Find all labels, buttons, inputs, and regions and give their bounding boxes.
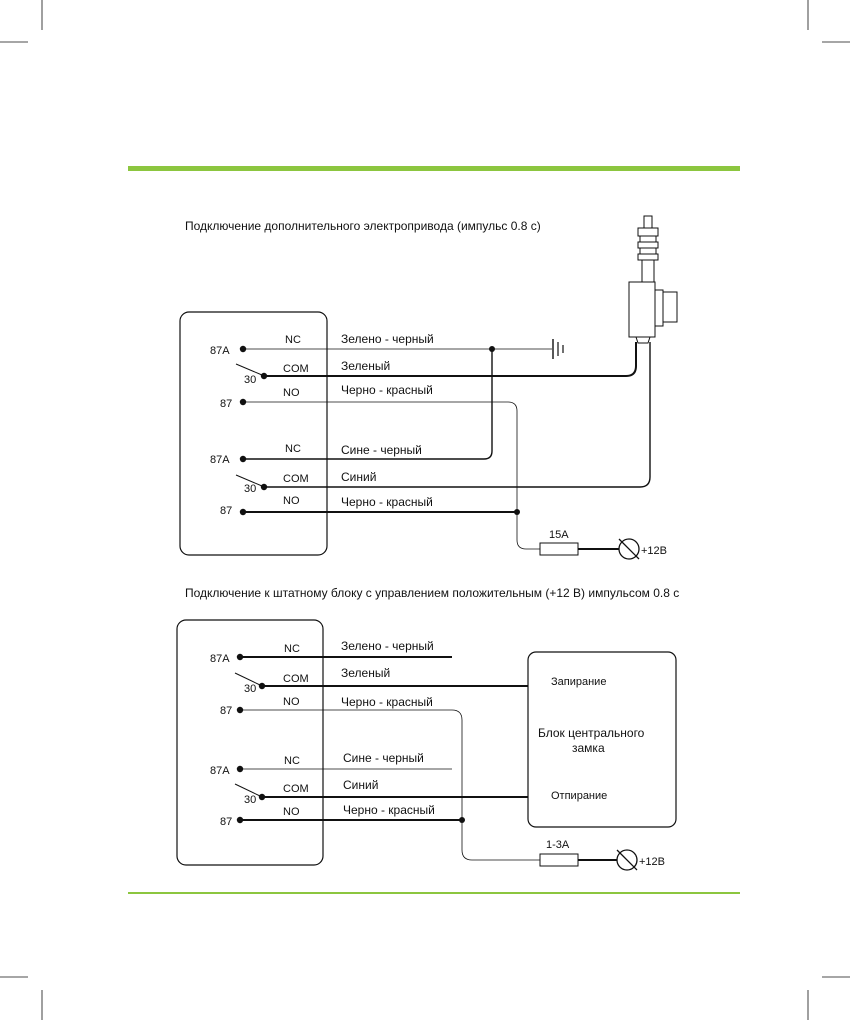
ground-icon — [552, 339, 564, 359]
fuse-1-3a: 1-3A — [539, 839, 617, 867]
unlock-label: Отпирание — [551, 790, 607, 802]
bottom-rule — [128, 892, 740, 894]
nc-label: NC — [285, 334, 301, 346]
block-name-1: Блок центрального — [538, 726, 645, 740]
com-label: COM — [283, 673, 309, 685]
wire-com-1: Зеленый — [341, 359, 390, 373]
fuse-label: 15A — [549, 529, 569, 541]
wire-no-2: Черно - красный — [341, 495, 433, 509]
no-label: NO — [283, 495, 300, 507]
pin-87a: 87A — [210, 765, 230, 777]
pin-87a: 87A — [210, 653, 230, 665]
nc-label: NC — [285, 443, 301, 455]
block-name-2: замка — [572, 741, 605, 755]
relay-1: 87A 30 87 NC COM NO — [210, 334, 626, 410]
power-terminal-icon — [616, 849, 638, 871]
lock-label: Запирание — [551, 676, 606, 688]
wire-com-3: Зеленый — [341, 666, 390, 680]
power-label: +12В — [641, 545, 667, 557]
pin-30: 30 — [244, 794, 256, 806]
wire-nc-3: Зелено - черный — [341, 639, 434, 653]
relay-4: 87A 30 87 NC COM NO — [210, 755, 528, 828]
actuator-icon — [628, 215, 678, 344]
pin-87a: 87A — [210, 345, 230, 357]
relay-module-2 — [176, 619, 324, 866]
connections-2 — [451, 709, 540, 861]
power-terminal-icon — [618, 538, 640, 560]
nc-label: NC — [284, 755, 300, 767]
com-label: COM — [283, 473, 309, 485]
central-lock-block: Запирание Блок центрального замка Отпира… — [527, 651, 677, 828]
power-label: +12В — [639, 856, 665, 868]
wire-com-4: Синий — [343, 778, 378, 792]
connections-1 — [483, 342, 651, 550]
no-label: NO — [283, 806, 300, 818]
relay-module-1 — [179, 311, 328, 556]
pin-30: 30 — [244, 374, 256, 386]
pin-87: 87 — [220, 398, 232, 410]
no-label: NO — [283, 387, 300, 399]
relay-2: 87A 30 87 NC COM NO — [210, 443, 640, 517]
wire-nc-1: Зелено - черный — [341, 332, 434, 346]
pin-87: 87 — [220, 505, 232, 517]
wire-no-1: Черно - красный — [341, 383, 433, 397]
com-label: COM — [283, 783, 309, 795]
wire-com-2: Синий — [341, 470, 376, 484]
section1-title: Подключение дополнительного электроприво… — [185, 219, 541, 233]
fuse-label: 1-3A — [546, 839, 570, 851]
pin-87a: 87A — [210, 454, 230, 466]
nc-label: NC — [284, 643, 300, 655]
fuse-15a: 15A — [539, 529, 619, 556]
top-rule — [128, 166, 740, 171]
pin-30: 30 — [244, 683, 256, 695]
com-label: COM — [283, 363, 309, 375]
relay-3: 87A 30 87 NC COM NO — [210, 643, 528, 717]
pin-87: 87 — [220, 705, 232, 717]
wire-no-3: Черно - красный — [341, 695, 433, 709]
section2-title: Подключение к штатному блоку с управлени… — [185, 586, 679, 600]
no-label: NO — [283, 696, 300, 708]
pin-30: 30 — [244, 483, 256, 495]
wire-no-4: Черно - красный — [343, 803, 435, 817]
pin-87: 87 — [220, 816, 232, 828]
wire-nc-4: Сине - черный — [343, 751, 424, 765]
wire-nc-2: Сине - черный — [341, 443, 422, 457]
